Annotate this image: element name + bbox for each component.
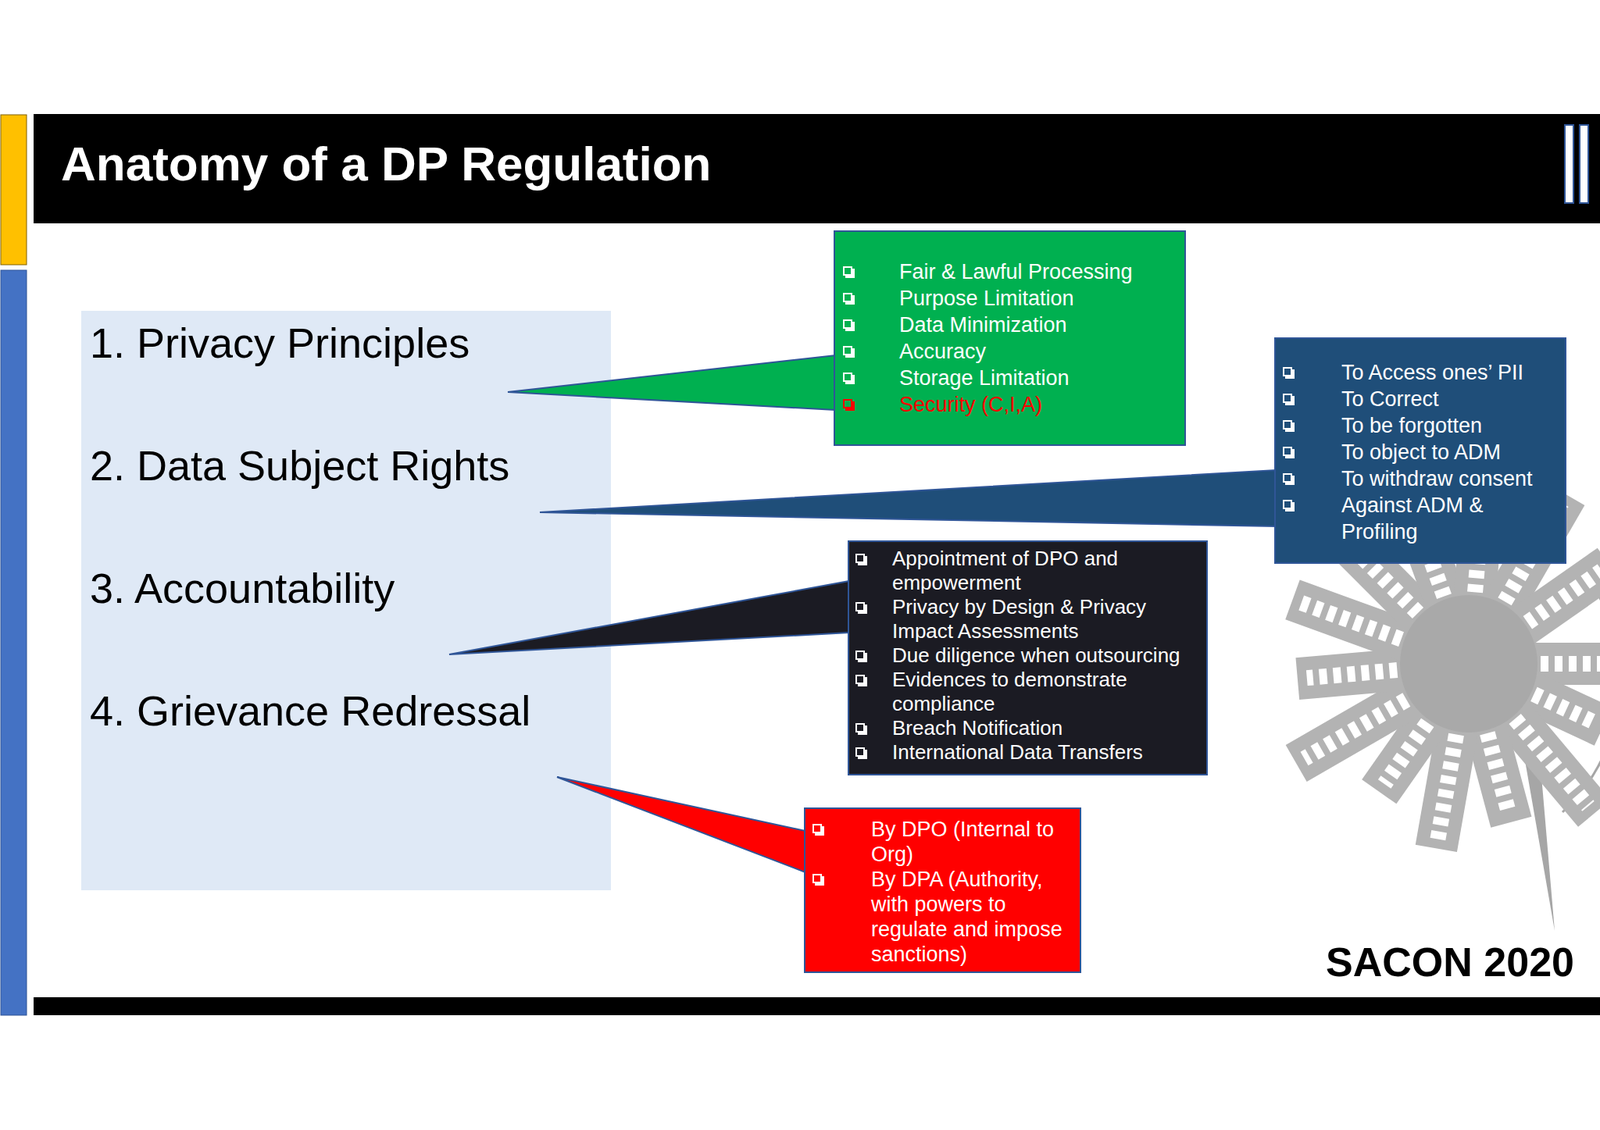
list-item: Storage Limitation — [842, 364, 1182, 392]
checkbox-bullet — [855, 650, 865, 661]
checkbox-bullet — [812, 824, 822, 834]
logo-bar — [1579, 125, 1589, 204]
list-item: Appointment of DPO and empowerment — [855, 546, 1204, 596]
checkbox-bullet — [842, 346, 853, 356]
list-text: Data Minimization — [899, 313, 1068, 337]
slide-title: Anatomy of a DP Regulation — [60, 132, 712, 196]
list-item: International Data Transfers — [855, 740, 1204, 765]
list-item: Data Minimization — [842, 311, 1182, 339]
list-text: International Data Transfers — [892, 740, 1143, 765]
list-item: By DPA (Authority, with powers to regula… — [812, 867, 1077, 968]
section-heading: 1. Privacy Principles — [89, 315, 611, 371]
list-item: Evidences to demonstrate compliance — [855, 667, 1204, 717]
checkbox-bullet — [1282, 500, 1293, 510]
checkbox-bullet — [1282, 393, 1293, 404]
title-bar — [33, 114, 1600, 224]
wedge-shape — [449, 581, 850, 655]
list-item: Due diligence when outsourcing — [855, 643, 1204, 668]
checkbox-bullet — [812, 874, 822, 884]
list-item: To Access ones’ PII — [1282, 359, 1562, 386]
list-text: Privacy by Design & Privacy Impact Asses… — [892, 595, 1147, 643]
list-text: Breach Notification — [892, 716, 1063, 740]
checkbox-bullet — [842, 399, 853, 409]
list-item: To be forgotten — [1282, 412, 1562, 440]
list-item: Purpose Limitation — [842, 285, 1182, 312]
list-text: Against ADM & Profiling — [1341, 493, 1484, 544]
list-text: To Access ones’ PII — [1341, 360, 1524, 385]
checkbox-bullet — [842, 319, 853, 329]
wedge-shape — [539, 470, 1276, 527]
footer-bar — [33, 997, 1600, 1016]
list-text: To Correct — [1341, 387, 1440, 411]
list-text: Accuracy — [899, 339, 986, 364]
checkbox-bullet — [1282, 420, 1293, 430]
callout-box: Appointment of DPO and empowermentPrivac… — [847, 540, 1208, 776]
list-item: Against ADM & Profiling — [1282, 492, 1562, 546]
checkbox-bullet — [855, 723, 865, 733]
principle-panel: 1. Privacy Principles 2. Data Subject Rig… — [81, 310, 611, 891]
section-heading: 4. Grievance Redressal — [89, 683, 611, 739]
checkbox-bullet — [855, 747, 865, 758]
checkbox-bullet — [1282, 473, 1293, 483]
section-heading: 2. Data Subject Rights — [89, 438, 611, 493]
list-text: Security (C,I,A) — [899, 392, 1043, 417]
list-text: To object to ADM — [1341, 440, 1501, 465]
list-item: Security (C,I,A) — [842, 391, 1182, 418]
checkbox-bullet — [842, 372, 853, 383]
list-text: Fair & Lawful Processing — [899, 260, 1133, 284]
checkbox-bullet — [1282, 446, 1293, 457]
section-heading: 3. Accountability — [89, 560, 611, 616]
callout-wedge — [557, 777, 806, 873]
list-text: By DPO (Internal to Org) — [871, 817, 1054, 867]
list-item: Accuracy — [842, 338, 1182, 365]
list-text: Evidences to demonstrate compliance — [892, 667, 1128, 716]
list-text: To be forgotten — [1341, 414, 1483, 438]
list-text: By DPA (Authority, with powers to regula… — [871, 867, 1063, 967]
list-item: By DPO (Internal to Org) — [812, 817, 1077, 868]
checkbox-bullet — [842, 292, 853, 303]
list-item: To Correct — [1282, 385, 1562, 413]
list-item: To object to ADM — [1282, 439, 1562, 466]
list-item: To withdraw consent — [1282, 465, 1562, 493]
checkbox-bullet — [855, 553, 865, 564]
list-item: Breach Notification — [855, 716, 1204, 741]
callout-box: Fair & Lawful ProcessingPurpose Limitati… — [833, 230, 1186, 447]
accent-bar — [0, 114, 27, 265]
checkbox-bullet — [855, 675, 865, 685]
accent-bar — [0, 270, 27, 1016]
callout-wedge — [449, 581, 850, 655]
wedge-shape — [507, 355, 836, 411]
callout-wedge — [507, 355, 836, 411]
list-text: Due diligence when outsourcing — [892, 643, 1181, 668]
checkbox-bullet — [842, 266, 853, 276]
list-item: Privacy by Design & Privacy Impact Asses… — [855, 595, 1204, 644]
event-label: SACON 2020 — [1325, 937, 1575, 988]
callout-box: To Access ones’ PIITo Correct To be forgo… — [1274, 337, 1567, 565]
checkbox-bullet — [1282, 367, 1293, 377]
list-item: Fair & Lawful Processing — [842, 258, 1182, 286]
list-text: To withdraw consent — [1341, 467, 1533, 491]
list-text: Storage Limitation — [899, 366, 1070, 390]
wedge-shape — [557, 777, 806, 873]
list-text: Appointment of DPO and empowerment — [892, 546, 1118, 595]
callout-box: By DPO (Internal to Org)By DPA (Authorit… — [803, 807, 1082, 974]
logo-bar — [1564, 125, 1574, 204]
city-hub — [1400, 595, 1538, 733]
checkbox-bullet — [855, 602, 865, 612]
callout-wedge — [539, 470, 1276, 527]
list-text: Purpose Limitation — [899, 286, 1075, 311]
